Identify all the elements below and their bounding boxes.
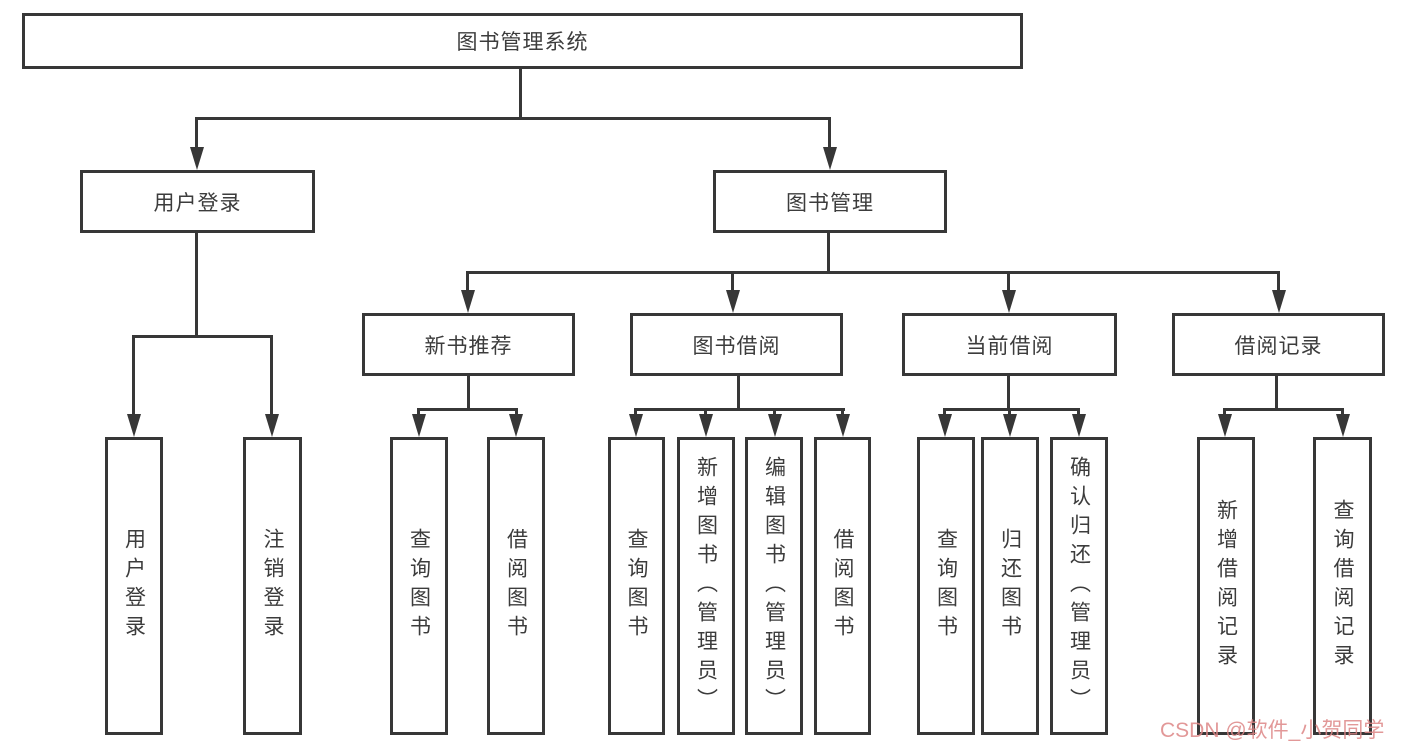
leaf-add-borrow-record: 新增借阅记录: [1197, 437, 1255, 735]
arrowhead-icon: [768, 414, 782, 437]
connector-line: [270, 335, 273, 417]
connector-line: [467, 376, 470, 411]
node-user-login: 用户登录: [80, 170, 315, 233]
arrowhead-icon: [726, 290, 740, 313]
leaf-return-books: 归还图书: [981, 437, 1039, 735]
node-borrow-records: 借阅记录: [1172, 313, 1385, 376]
arrowhead-icon: [127, 414, 141, 437]
arrowhead-icon: [1002, 290, 1016, 313]
connector-line: [841, 408, 844, 417]
connector-line: [704, 408, 707, 417]
node-book-management: 图书管理: [713, 170, 947, 233]
arrowhead-icon: [1272, 290, 1286, 313]
connector-line: [1077, 408, 1080, 417]
arrowhead-icon: [265, 414, 279, 437]
connector-line: [1275, 376, 1278, 411]
connector-line: [1223, 408, 1344, 411]
connector-line: [1277, 271, 1280, 293]
arrowhead-icon: [1072, 414, 1086, 437]
connector-line: [943, 408, 1080, 411]
arrowhead-icon: [938, 414, 952, 437]
leaf-borrow-books: 借阅图书: [814, 437, 871, 735]
connector-line: [634, 408, 845, 411]
leaf-borrow-books-recommend: 借阅图书: [487, 437, 545, 735]
arrowhead-icon: [461, 290, 475, 313]
connector-line: [1341, 408, 1344, 417]
arrowhead-icon: [836, 414, 850, 437]
arrowhead-icon: [1336, 414, 1350, 437]
connector-line: [417, 408, 518, 411]
arrowhead-icon: [509, 414, 523, 437]
connector-line: [1007, 376, 1010, 411]
connector-line: [773, 408, 776, 417]
arrowhead-icon: [412, 414, 426, 437]
arrowhead-icon: [1218, 414, 1232, 437]
connector-line: [195, 233, 198, 338]
connector-line: [132, 335, 273, 338]
leaf-user-login: 用户登录: [105, 437, 163, 735]
leaf-query-borrow-record: 查询借阅记录: [1313, 437, 1372, 735]
leaf-query-books-current: 查询图书: [917, 437, 975, 735]
connector-line: [466, 271, 469, 293]
connector-line: [1223, 408, 1226, 417]
connector-line: [943, 408, 946, 417]
leaf-query-books-recommend: 查询图书: [390, 437, 448, 735]
connector-line: [132, 335, 135, 417]
node-new-book-recommend: 新书推荐: [362, 313, 575, 376]
arrowhead-icon: [1003, 414, 1017, 437]
leaf-query-books-borrow: 查询图书: [608, 437, 665, 735]
connector-line: [195, 117, 198, 150]
leaf-edit-books-admin: 编辑图书（管理员）: [745, 437, 803, 735]
connector-line: [515, 408, 518, 417]
node-current-borrow: 当前借阅: [902, 313, 1117, 376]
leaf-confirm-return-admin: 确认归还（管理员）: [1050, 437, 1108, 735]
connector-line: [1007, 271, 1010, 293]
connector-line: [519, 69, 522, 120]
connector-line: [634, 408, 637, 417]
connector-line: [417, 408, 420, 417]
csdn-watermark: CSDN @软件_小贺同学: [1160, 719, 1385, 742]
arrowhead-icon: [190, 147, 204, 170]
connector-line: [827, 233, 830, 274]
connector-line: [731, 271, 734, 293]
node-book-borrow: 图书借阅: [630, 313, 843, 376]
connector-line: [828, 117, 831, 150]
arrowhead-icon: [699, 414, 713, 437]
node-root: 图书管理系统: [22, 13, 1023, 69]
connector-line: [1008, 408, 1011, 417]
arrowhead-icon: [823, 147, 837, 170]
connector-line: [195, 117, 831, 120]
connector-line: [737, 376, 740, 411]
connector-line: [466, 271, 1280, 274]
arrowhead-icon: [629, 414, 643, 437]
leaf-add-books-admin: 新增图书（管理员）: [677, 437, 735, 735]
leaf-logout: 注销登录: [243, 437, 302, 735]
